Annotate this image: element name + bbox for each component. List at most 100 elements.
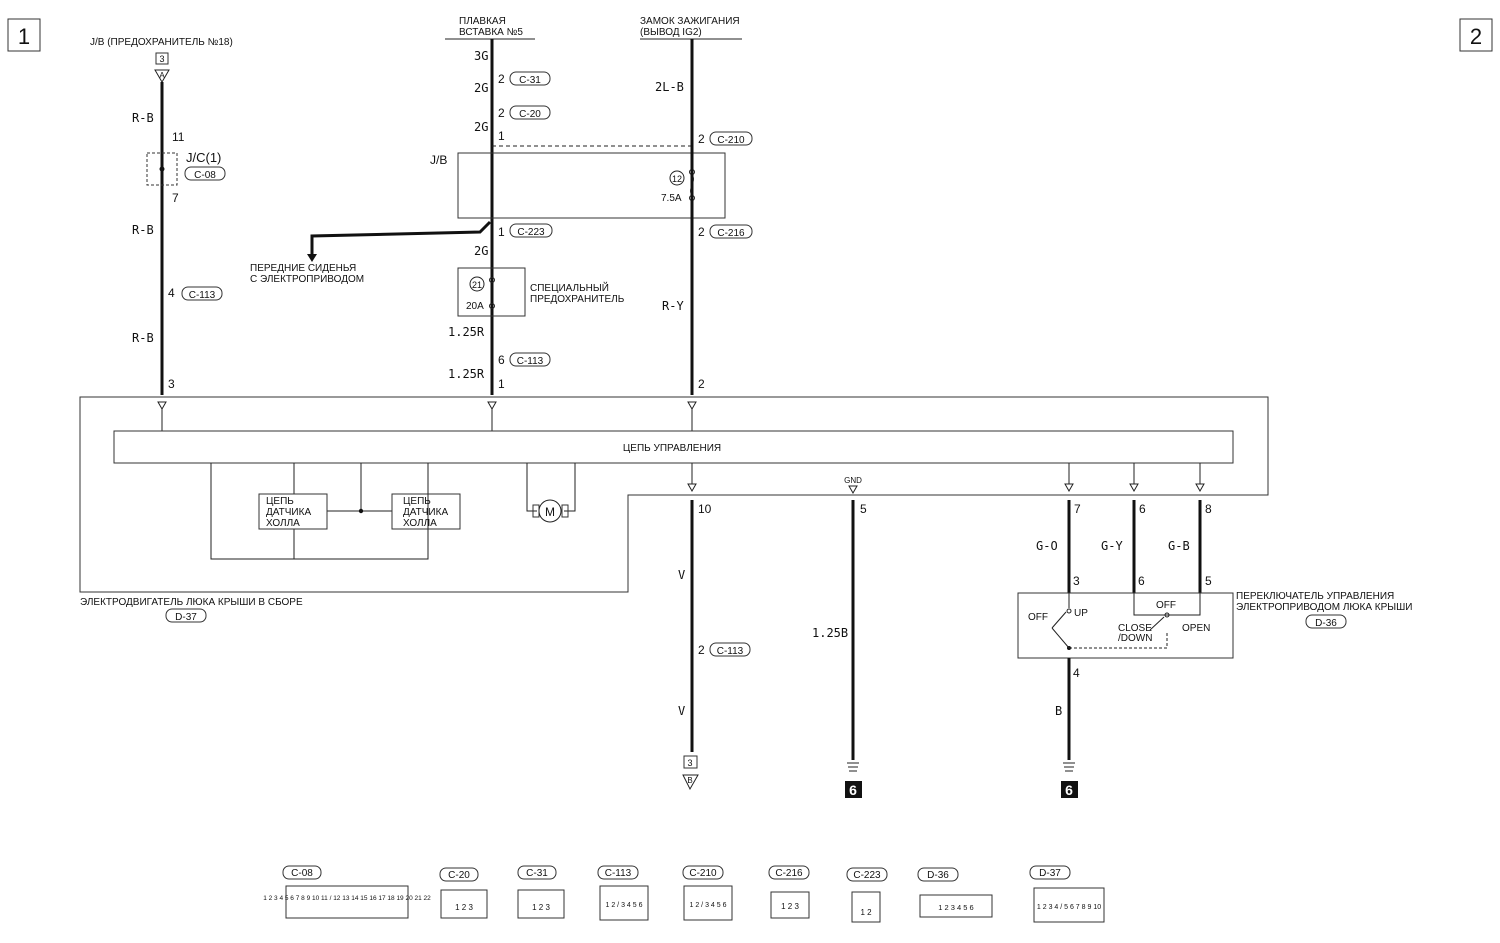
wire-color-2g-3: 2G — [474, 244, 488, 258]
switch-up-common — [1051, 627, 1070, 649]
conn-d36-oval — [1305, 614, 1347, 629]
conn-c20-oval — [509, 105, 551, 120]
pin-2-c20: 2 — [498, 106, 505, 120]
switch-up: UP — [1074, 608, 1088, 619]
pin-1-motor: 1 — [498, 377, 505, 391]
wire-color-gy: G-Y — [1101, 539, 1123, 553]
terminal-b-triangle — [682, 774, 699, 791]
legend-c08-pins: 1 2 3 4 5 6 7 8 9 10 11 / 12 13 14 15 16… — [263, 895, 431, 902]
conn-c113c-oval — [709, 642, 751, 657]
gnd-label: GND — [844, 476, 862, 485]
pin-5-switch: 5 — [1205, 574, 1212, 588]
fuse21-box — [457, 267, 526, 317]
ground-2-tag: 6 — [1065, 782, 1073, 798]
pin-2-motor: 2 — [698, 377, 705, 391]
legend-d36-name: D-36 — [927, 870, 949, 881]
legend-d36-pins: 1 2 3 4 5 6 — [938, 903, 973, 912]
pin-triangle-3 — [157, 401, 167, 411]
wire-branch-seats — [310, 220, 492, 256]
legend-c216-body — [770, 891, 810, 919]
control-circuit-box — [113, 430, 1234, 464]
conn-c20-label: C-20 — [519, 109, 541, 120]
pin-3-switch: 3 — [1073, 574, 1080, 588]
pin-11: 11 — [172, 130, 185, 144]
legend-c20-pins: 1 2 3 — [455, 903, 473, 912]
fusible-link-label-1: ПЛАВКАЯ — [459, 16, 506, 27]
wire-color-2g-2: 2G — [474, 120, 488, 134]
conn-c223-oval — [509, 223, 553, 238]
switch-down: /DOWN — [1118, 633, 1152, 644]
fuse21-terminal-top — [489, 277, 495, 283]
legend-c31-name: C-31 — [526, 868, 548, 879]
fuse12-circle — [669, 170, 685, 186]
motor-assembly-outline — [79, 396, 1269, 593]
switch-up-contact — [1066, 608, 1072, 614]
pin-triangle-10 — [687, 483, 697, 493]
jb-box — [457, 152, 726, 219]
conn-c31-oval — [509, 71, 551, 86]
terminal-a-triangle — [154, 69, 170, 83]
hall-sensor-1-l1: ЦЕПЬ — [266, 496, 294, 507]
conn-c08-label: C-08 — [194, 170, 216, 181]
hall-sensor-2-l2: ДАТЧИКА — [403, 507, 448, 518]
page-mark-right — [1459, 18, 1493, 52]
wire-color-rb-1: R-B — [132, 111, 154, 125]
pin-7-switch: 7 — [1074, 502, 1081, 516]
jb-box-label: J/B — [430, 153, 447, 167]
wire-color-rb-2: R-B — [132, 223, 154, 237]
legend-d37-oval — [1029, 865, 1071, 880]
ground-1-tag-box — [845, 781, 862, 798]
fuse21-number: 21 — [472, 280, 482, 290]
conn-c113c-label: C-113 — [717, 646, 744, 657]
legend-c216-pins: 1 2 3 — [781, 902, 799, 911]
legend-c223-pins: 1 2 — [860, 908, 872, 917]
fuse21-label-1: СПЕЦИАЛЬНЫЙ — [530, 281, 609, 294]
pin-triangle-2 — [687, 401, 697, 411]
page-mark-right-label: 2 — [1470, 24, 1482, 49]
pin-10: 10 — [698, 502, 712, 516]
legend-c210-pins: 1 2 / 3 4 5 6 — [690, 902, 727, 909]
motor-wire-left — [526, 463, 537, 512]
conn-c113a-oval — [181, 286, 223, 301]
pin-triangle-6 — [1129, 483, 1139, 493]
conn-c210-oval — [709, 131, 753, 146]
switch-up-blade — [1051, 611, 1067, 629]
pin-2-c216: 2 — [698, 225, 705, 239]
hall-sensor-1-l3: ХОЛЛА — [266, 518, 300, 529]
seats-label-1: ПЕРЕДНИЕ СИДЕНЬЯ — [250, 263, 356, 274]
legend-c113-body — [599, 885, 649, 921]
conn-c216-oval — [709, 224, 753, 239]
wire-color-go: G-O — [1036, 539, 1058, 553]
pin-4-c113: 4 — [168, 286, 175, 300]
wire-color-125r-1: 1.25R — [448, 325, 485, 339]
hall-outer-loop — [210, 463, 429, 560]
legend-d37-pins: 1 2 3 4 / 5 6 7 8 9 10 — [1037, 904, 1101, 911]
switch-off-1: OFF — [1028, 612, 1048, 623]
terminal-b-tag-box — [683, 755, 698, 769]
legend-c210-name: C-210 — [689, 868, 717, 879]
seats-label-2: С ЭЛЕКТРОПРИВОДОМ — [250, 274, 364, 285]
wire-color-gb: G-B — [1168, 539, 1190, 553]
legend-c113-pins: 1 2 / 3 4 5 6 — [606, 902, 643, 909]
hall-sensor-2-l1: ЦЕПЬ — [403, 496, 431, 507]
pin-triangle-7 — [1064, 483, 1074, 493]
terminal-b-tag: 3 — [687, 758, 692, 768]
page-mark-left-label: 1 — [18, 24, 30, 49]
jb-fuse-source-label: J/B (ПРЕДОХРАНИТЕЛЬ №18) — [90, 37, 233, 48]
hall-junction-dot — [358, 508, 364, 514]
seats-arrowhead — [307, 254, 317, 262]
legend-c31-oval — [517, 865, 557, 880]
legend-c08-name: C-08 — [291, 868, 313, 879]
wire-color-2lb: 2L-B — [655, 80, 684, 94]
legend-d36-oval — [917, 867, 959, 882]
switch-label-1: ПЕРЕКЛЮЧАТЕЛЬ УПРАВЛЕНИЯ — [1236, 591, 1394, 602]
legend-c216-oval — [768, 865, 810, 880]
ground-2-tag-box — [1061, 781, 1078, 798]
conn-c216-label: C-216 — [717, 228, 745, 239]
pin-6-switch-in: 6 — [1138, 574, 1145, 588]
hall-sensor-1-l2: ДАТЧИКА — [266, 507, 311, 518]
hall-sensor-2-box — [391, 493, 461, 530]
conn-c210-label: C-210 — [717, 135, 745, 146]
pin-5-gnd: 5 — [860, 502, 867, 516]
pin-6-c113: 6 — [498, 353, 505, 367]
